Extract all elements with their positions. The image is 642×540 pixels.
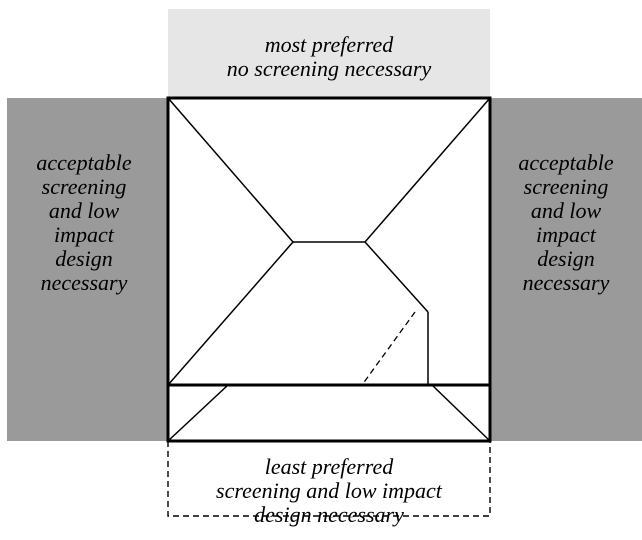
- top-zone-label: most preferred no screening necessary: [226, 32, 432, 81]
- bottom-zone-label: least preferred screening and low impact…: [216, 454, 442, 527]
- right-zone-label: acceptable screening and low impact desi…: [518, 150, 614, 295]
- roof-hip-top-right: [364, 97, 491, 243]
- lower-band-right-slope: [431, 384, 491, 442]
- building-outline: [166, 96, 492, 443]
- roof-hip-right-angled: [364, 241, 429, 313]
- left-zone-label: acceptable screening and low impact desi…: [36, 150, 132, 295]
- roof-hip-top-left: [167, 97, 294, 243]
- roof-hip-bottom-left: [167, 241, 294, 386]
- top-zone-background: [168, 9, 490, 98]
- building-area: [168, 98, 490, 441]
- bottom-zone-dashed-outline: [167, 441, 491, 517]
- left-zone-background: [7, 98, 168, 441]
- roof-hidden-dashed-line: [361, 311, 416, 386]
- lower-band-left-slope: [167, 384, 229, 442]
- right-zone-background: [490, 98, 642, 441]
